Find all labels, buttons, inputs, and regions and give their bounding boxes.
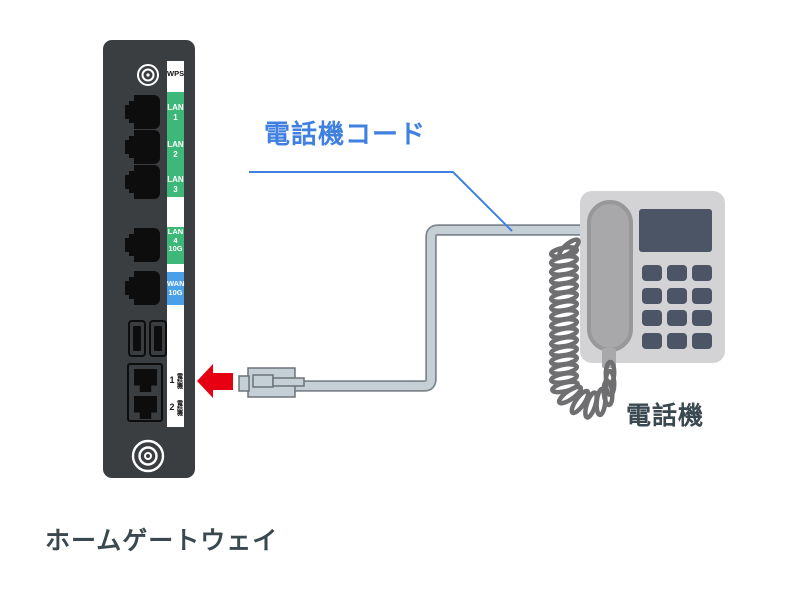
keypad-button: [692, 332, 712, 349]
usb-contact: [154, 326, 162, 351]
keypad-button: [642, 287, 662, 304]
keypad-button: [667, 332, 687, 349]
red-arrow-icon: [197, 364, 233, 398]
antenna-connector-icon: [131, 439, 165, 473]
phone-label: 電話機: [626, 402, 705, 430]
telephone-keypad: [642, 265, 712, 349]
phone-jack1-label: 1 電話機: [167, 367, 184, 393]
jack2-number: 2: [169, 402, 175, 412]
lan3-port-icon: [125, 165, 160, 199]
phone-jack1-port-icon: [134, 369, 157, 392]
home-gateway-device: WPS LAN 1 LAN 2 LAN 3 LAN 4 10G WAN 10G …: [103, 40, 195, 478]
phone-jack2-label: 2 電話機: [167, 394, 184, 420]
jack2-text: 電話機: [175, 399, 182, 415]
wan-port-icon: [125, 271, 160, 305]
telephone-screen: [639, 209, 712, 252]
keypad-button: [667, 310, 687, 326]
rj11-plug-icon: [238, 367, 305, 398]
keypad-button: [667, 265, 687, 281]
lan4-10g-label: LAN 4 10G: [167, 227, 184, 254]
phone-jack-box: [127, 363, 163, 422]
usb-port-icon: [128, 320, 146, 357]
port-label-strip: WPS LAN 1 LAN 2 LAN 3 LAN 4 10G WAN 10G …: [167, 61, 185, 427]
telephone-body: [580, 191, 725, 363]
keypad-button: [642, 265, 662, 281]
lan-section-green: [167, 92, 184, 197]
phone-jack2-port-icon: [134, 396, 157, 419]
usb-port-icon: [149, 320, 167, 357]
wan-10g-label: WAN 10G: [167, 279, 185, 297]
keypad-button: [642, 310, 662, 326]
lan1-port-icon: [125, 95, 160, 129]
jack1-text: 電話機: [175, 372, 182, 388]
keypad-button: [692, 265, 712, 281]
handset-cord-coil-icon: [548, 237, 617, 420]
keypad-button: [692, 310, 712, 326]
lan3-label: LAN 3: [167, 175, 184, 194]
gateway-label: ホームゲートウェイ: [45, 527, 279, 555]
cord-callout-label: 電話機コード: [264, 119, 427, 149]
lan4-section-green: [167, 227, 184, 264]
wps-button-icon: [137, 64, 159, 86]
keypad-button: [642, 332, 662, 349]
usb-contact: [133, 326, 141, 351]
keypad-button: [667, 287, 687, 304]
lan2-port-icon: [125, 130, 160, 164]
wps-label: WPS: [167, 69, 185, 78]
wan-section-blue: [167, 272, 184, 305]
lan1-label: LAN 1: [167, 103, 184, 122]
keypad-button: [692, 287, 712, 304]
lan2-label: LAN 2: [167, 140, 184, 159]
lan4-port-icon: [125, 228, 160, 262]
jack1-number: 1: [169, 375, 175, 385]
